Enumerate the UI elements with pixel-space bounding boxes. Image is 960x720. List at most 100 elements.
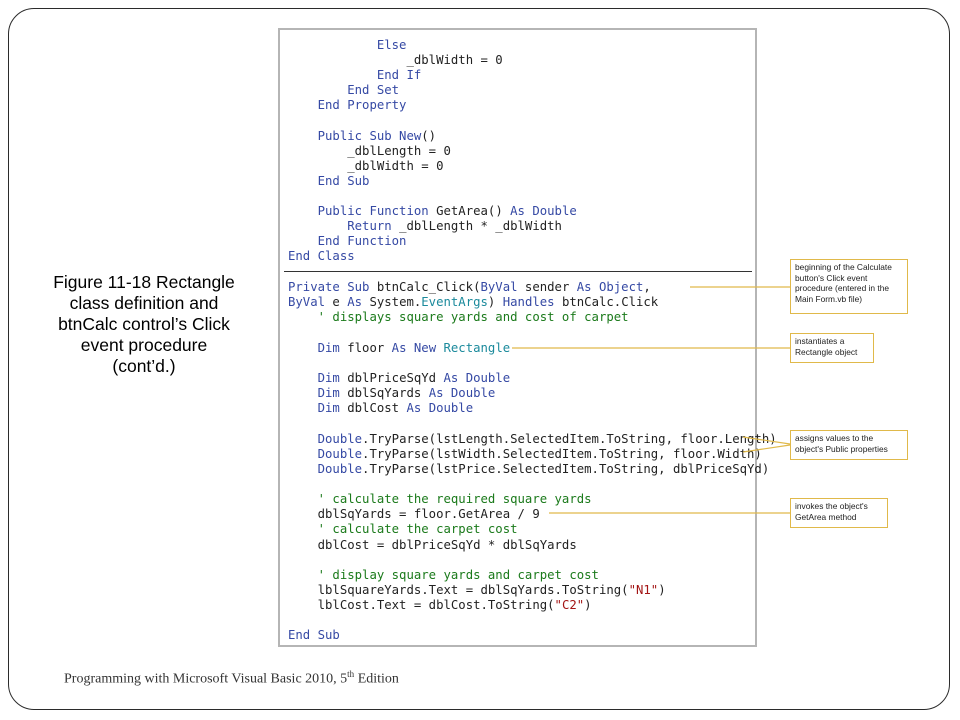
code-token: ' calculate the carpet cost xyxy=(317,522,518,537)
code-line: lblSquareYards.Text = dblSqYards.ToStrin… xyxy=(288,583,666,598)
code-token: _dblLength = 0 xyxy=(347,143,451,158)
code-token: lblCost.Text = dblCost.ToString( xyxy=(317,598,555,613)
code-line: Public Function GetArea() As Double xyxy=(288,204,577,219)
code-token: As Double xyxy=(510,204,577,219)
code-indent xyxy=(288,401,318,415)
code-token: dblCost xyxy=(347,401,407,416)
code-indent xyxy=(288,583,318,597)
code-line: _dblWidth = 0 xyxy=(288,159,443,174)
code-token: Public Sub New xyxy=(317,128,422,143)
caption-line: btnCalc control’s Click xyxy=(58,314,230,334)
code-indent xyxy=(288,174,318,188)
code-token: ' calculate the required square yards xyxy=(317,492,592,507)
code-line: ' calculate the required square yards xyxy=(288,492,592,507)
footer-text: Programming with Microsoft Visual Basic … xyxy=(64,671,348,687)
callout-instantiate: instantiates a Rectangle object xyxy=(790,333,874,363)
code-token: As Double xyxy=(428,386,496,401)
callout-text: assigns values to the object's Public pr… xyxy=(795,433,888,454)
code-line: End Class xyxy=(288,249,355,264)
figure-caption: Figure 11-18 Rectangle class definition … xyxy=(28,272,260,377)
code-line: Dim dblCost As Double xyxy=(288,401,474,416)
code-line: Dim dblPriceSqYd As Double xyxy=(288,370,511,386)
code-indent xyxy=(288,83,347,97)
code-indent xyxy=(288,144,347,158)
code-token: Private Sub xyxy=(288,280,377,294)
code-line: _dblLength = 0 xyxy=(288,144,451,159)
code-token: _dblLength * _dblWidth xyxy=(399,219,562,234)
code-line: dblSqYards = floor.GetArea / 9 xyxy=(288,507,540,522)
code-token: Double xyxy=(317,431,363,446)
code-divider xyxy=(284,271,752,272)
code-line: End Property xyxy=(288,98,407,113)
code-indent xyxy=(288,68,377,82)
code-indent xyxy=(288,507,318,521)
code-line: Public Sub New() xyxy=(288,129,436,144)
code-token: Double xyxy=(317,446,363,461)
code-indent xyxy=(288,568,318,582)
code-token: Dim xyxy=(317,340,348,355)
callout-getarea: invokes the object's GetArea method xyxy=(790,498,888,528)
code-line: End If xyxy=(288,68,421,83)
code-line: Return _dblLength * _dblWidth xyxy=(288,219,562,234)
code-token: btnCalc.Click xyxy=(561,295,659,310)
code-token: ByVal xyxy=(288,295,333,310)
code-token: End If xyxy=(376,68,422,83)
code-line: ' calculate the carpet cost xyxy=(288,522,518,537)
code-indent xyxy=(288,538,318,552)
code-token: As Double xyxy=(406,401,474,416)
code-line: End Set xyxy=(288,83,399,98)
code-line: _dblWidth = 0 xyxy=(288,53,503,68)
code-token: EventArgs xyxy=(421,295,488,310)
code-indent xyxy=(288,522,318,536)
code-indent xyxy=(288,432,318,446)
code-token: .TryParse(lstLength.SelectedItem.ToStrin… xyxy=(362,431,777,446)
code-token: e xyxy=(332,295,348,310)
code-token: As Object xyxy=(576,280,644,294)
code-token: dblCost = dblPriceSqYd * dblSqYards xyxy=(317,537,577,552)
code-token: ) xyxy=(487,295,503,310)
footer-superscript: th xyxy=(347,669,355,679)
code-token: End Property xyxy=(317,98,407,113)
code-line: End Function xyxy=(288,234,407,249)
code-token: End Sub xyxy=(288,628,340,643)
code-token: dblSqYards xyxy=(347,386,429,401)
caption-line: (cont’d.) xyxy=(112,356,176,376)
code-indent xyxy=(288,204,318,218)
code-token: Dim xyxy=(317,386,348,401)
code-token: btnCalc_Click( xyxy=(376,280,481,294)
code-listing: Else _dblWidth = 0 End If End Set End Pr… xyxy=(280,30,777,645)
code-line: ' displays square yards and cost of carp… xyxy=(288,310,629,325)
code-token: Return xyxy=(347,219,400,234)
code-line: Double.TryParse(lstLength.SelectedItem.T… xyxy=(288,432,777,447)
code-indent xyxy=(288,129,318,143)
code-token: Else xyxy=(376,38,407,52)
code-token: As Double xyxy=(443,370,511,385)
code-token: floor xyxy=(347,340,392,355)
callout-text: invokes the object's GetArea method xyxy=(795,501,868,522)
code-token: _dblWidth = 0 xyxy=(406,53,503,68)
caption-line: class definition and xyxy=(69,293,219,313)
code-token: As xyxy=(347,295,370,310)
code-indent xyxy=(288,234,318,248)
code-token: System. xyxy=(369,295,422,310)
code-token: End Function xyxy=(317,234,407,249)
code-token: dblPriceSqYd xyxy=(347,370,444,385)
code-indent xyxy=(288,53,406,67)
callout-text: beginning of the Calculate button's Clic… xyxy=(795,262,892,304)
code-indent xyxy=(288,462,318,476)
code-indent xyxy=(288,341,318,355)
code-token: End Sub xyxy=(317,173,370,188)
code-indent xyxy=(288,371,318,385)
code-line: End Sub xyxy=(288,628,340,643)
code-indent xyxy=(288,98,318,112)
code-figure: Else _dblWidth = 0 End If End Set End Pr… xyxy=(278,28,777,647)
code-token: sender xyxy=(524,280,577,294)
code-token: Dim xyxy=(317,370,348,385)
code-token: GetArea() xyxy=(436,204,511,219)
callout-assign-properties: assigns values to the object's Public pr… xyxy=(790,430,908,460)
code-token: .TryParse(lstWidth.SelectedItem.ToString… xyxy=(362,446,762,461)
code-token: () xyxy=(421,128,437,143)
code-indent xyxy=(288,38,377,52)
code-token: _dblWidth = 0 xyxy=(347,158,444,173)
code-token: lblSquareYards.Text = dblSqYards.ToStrin… xyxy=(317,583,629,597)
